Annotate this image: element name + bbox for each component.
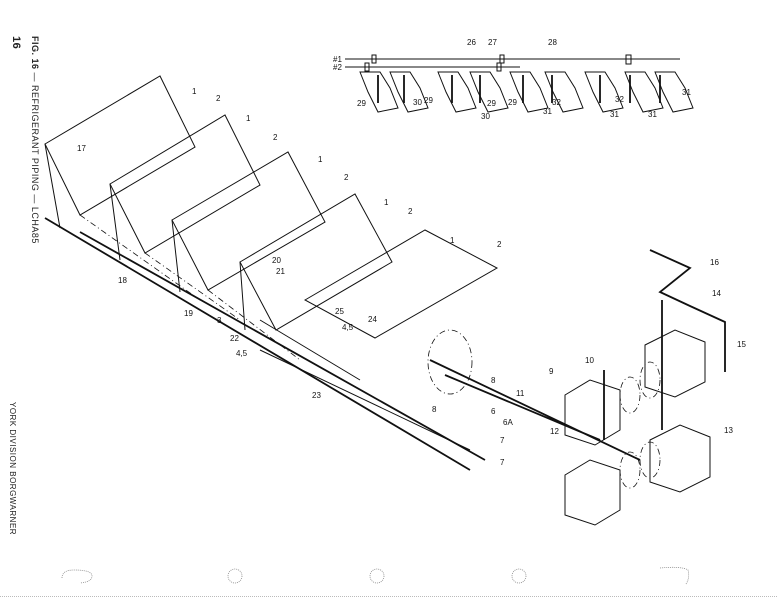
svg-text:1: 1: [384, 198, 389, 207]
svg-text:7: 7: [500, 436, 505, 445]
svg-text:2: 2: [273, 133, 278, 142]
svg-text:2: 2: [408, 207, 413, 216]
svg-text:11: 11: [516, 389, 525, 398]
inset-schematic: #1 #2 26 27 28 29 30 29 29 30 29 32: [333, 38, 694, 121]
callout-30: 30: [413, 98, 422, 107]
callout-26: 26: [467, 38, 476, 47]
svg-text:17: 17: [77, 144, 86, 153]
svg-text:1: 1: [318, 155, 323, 164]
svg-text:20: 20: [272, 256, 281, 265]
callout-31: 31: [543, 107, 552, 116]
svg-text:1: 1: [192, 87, 197, 96]
svg-text:19: 19: [184, 309, 193, 318]
svg-text:4,5: 4,5: [236, 349, 248, 358]
inset-marker-1: #1: [333, 55, 342, 64]
svg-text:16: 16: [710, 258, 719, 267]
evaporator-coils: [44, 75, 499, 471]
callout-31b: 31: [682, 88, 691, 97]
callout-32b: 32: [615, 95, 624, 104]
svg-text:2: 2: [497, 240, 502, 249]
svg-text:24: 24: [368, 315, 377, 324]
svg-text:10: 10: [585, 356, 594, 365]
callout-31c: 31: [610, 110, 619, 119]
svg-text:25: 25: [335, 307, 344, 316]
callout-28: 28: [548, 38, 557, 47]
svg-text:6: 6: [491, 407, 496, 416]
callout-30b: 30: [481, 112, 490, 121]
svg-text:3: 3: [217, 316, 222, 325]
svg-text:9: 9: [549, 367, 554, 376]
callout-27: 27: [488, 38, 497, 47]
svg-text:8: 8: [432, 405, 437, 414]
callout-29c: 29: [487, 99, 496, 108]
svg-text:2: 2: [216, 94, 221, 103]
page-edge: [0, 596, 777, 597]
callout-32: 32: [552, 98, 561, 107]
callout-31d: 31: [648, 110, 657, 119]
main-callouts: 1 2 1 2 1 2 1 2 1 2 17 18 19 20 21 22 3 …: [77, 87, 746, 467]
svg-text:23: 23: [312, 391, 321, 400]
callout-29d: 29: [508, 98, 517, 107]
svg-text:14: 14: [712, 289, 721, 298]
svg-text:6A: 6A: [503, 418, 513, 427]
svg-text:1: 1: [246, 114, 251, 123]
binder-holes: [61, 566, 690, 585]
svg-text:15: 15: [737, 340, 746, 349]
svg-text:22: 22: [230, 334, 239, 343]
callout-29: 29: [357, 99, 366, 108]
svg-text:7: 7: [500, 458, 505, 467]
svg-text:18: 18: [118, 276, 127, 285]
svg-text:12: 12: [550, 427, 559, 436]
piping: [259, 249, 726, 461]
svg-text:1: 1: [450, 236, 455, 245]
compressors: [564, 329, 711, 526]
svg-text:21: 21: [276, 267, 285, 276]
callout-29b: 29: [424, 96, 433, 105]
inset-marker-2: #2: [333, 63, 342, 72]
svg-text:4,5: 4,5: [342, 323, 354, 332]
svg-text:2: 2: [344, 173, 349, 182]
svg-text:13: 13: [724, 426, 733, 435]
svg-text:8: 8: [491, 376, 496, 385]
